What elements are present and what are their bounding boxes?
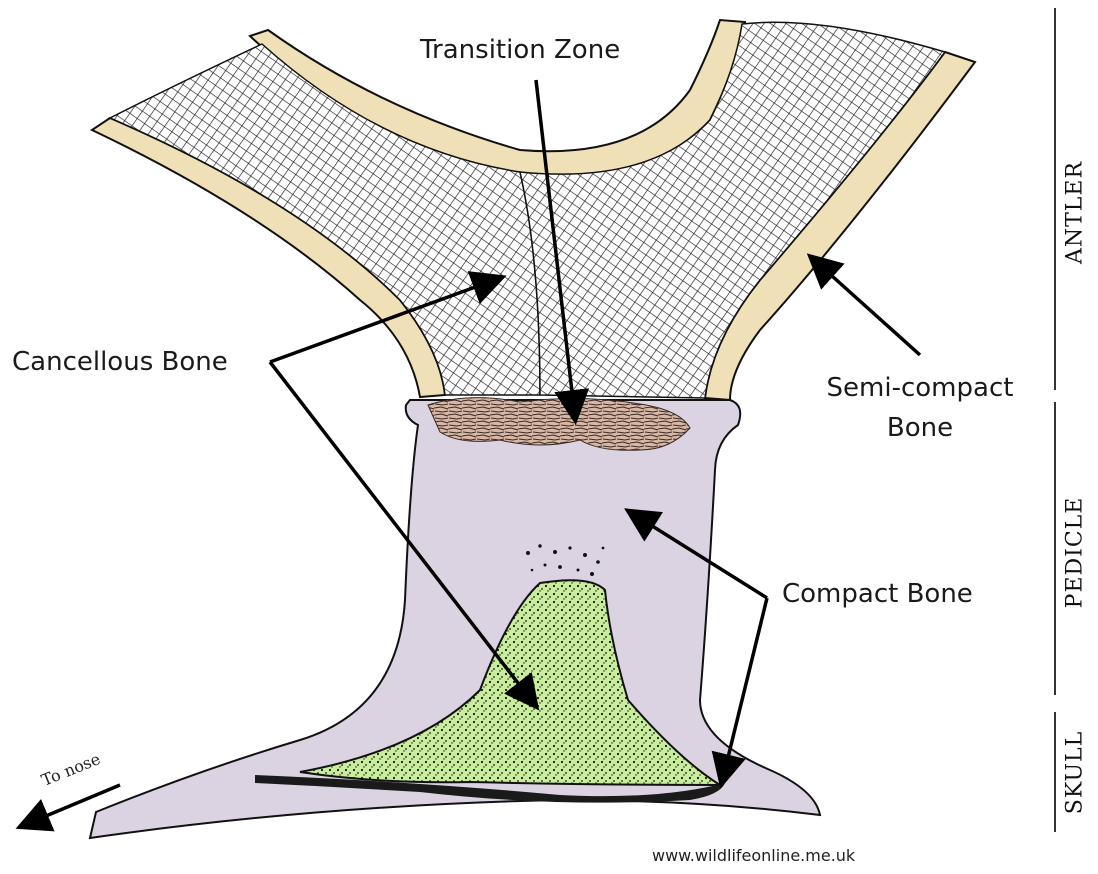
region-skull: SKULL bbox=[1063, 723, 1088, 823]
semi-compact-label-line2: Bone bbox=[815, 412, 1025, 444]
transition-zone-label: Transition Zone bbox=[420, 34, 620, 66]
compact-bone-label: Compact Bone bbox=[782, 578, 973, 610]
semi-compact-arrow bbox=[812, 258, 920, 355]
source-credit: www.wildlifeonline.me.uk bbox=[652, 846, 855, 865]
compact-arrow-lower bbox=[722, 598, 767, 782]
region-antler: ANTLER bbox=[1063, 158, 1088, 268]
semi-compact-label-line1: Semi-compact bbox=[815, 372, 1025, 404]
region-pedicle: PEDICLE bbox=[1063, 488, 1088, 618]
semi-compact-label: Semi-compact Bone bbox=[815, 372, 1025, 444]
cancellous-bone-label: Cancellous Bone bbox=[12, 346, 228, 378]
